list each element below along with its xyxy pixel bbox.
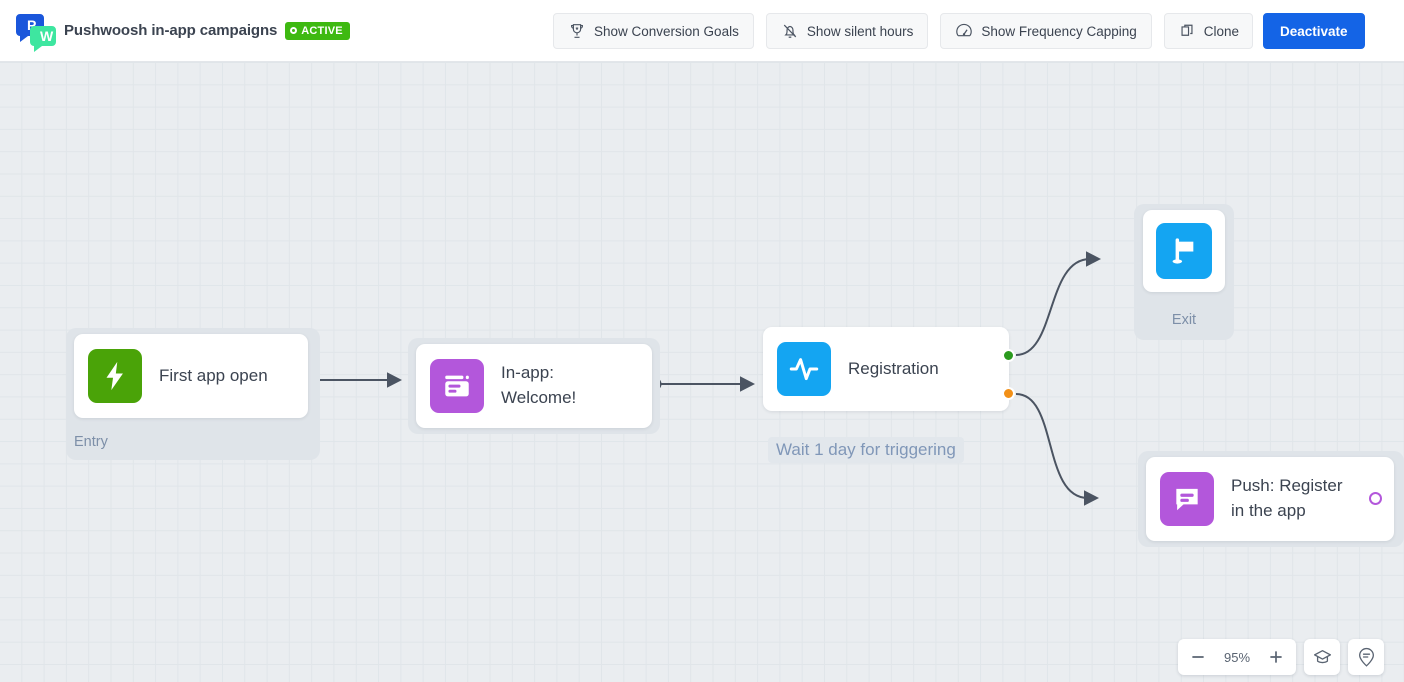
zoom-out-button[interactable] [1182,640,1214,674]
push-output-port[interactable] [1369,492,1382,505]
in-app-message-icon [430,359,484,413]
pushwoosh-logo-icon: P W [14,10,60,52]
zoom-level-value: 95% [1223,649,1251,665]
svg-text:W: W [40,28,54,44]
bell-off-icon [783,24,797,38]
deactivate-label: Deactivate [1280,23,1348,39]
node-push-register[interactable]: Push: Register in the app [1146,457,1394,541]
push-message-icon [1160,472,1214,526]
flag-icon [1156,223,1212,279]
status-badge-label: ACTIVE [301,24,343,37]
entry-group-label: Entry [74,434,108,450]
page-title: Pushwoosh in-app campaigns [64,22,278,39]
copy-icon [1181,24,1193,36]
node-first-app-open[interactable]: First app open [74,334,308,418]
trophy-icon [571,24,583,38]
show-silent-hours-button[interactable]: Show silent hours [765,13,929,49]
zoom-in-button[interactable] [1260,640,1292,674]
clone-button[interactable]: Clone [1163,13,1254,49]
clone-label: Clone [1203,23,1240,39]
show-conversion-goals-label: Show Conversion Goals [594,23,739,39]
node-in-app-welcome[interactable]: In-app: Welcome! [416,344,652,428]
minus-icon [1192,656,1204,658]
exit-group-label-wrap: Exit [0,312,1234,328]
success-port[interactable] [1002,349,1015,362]
zoom-controls: 95% [1178,639,1384,675]
wait-badge: Wait 1 day for triggering [768,437,964,463]
pulse-wave-icon [777,342,831,396]
show-conversion-goals-button[interactable]: Show Conversion Goals [553,13,754,49]
node-exit[interactable] [1143,210,1225,292]
node-in-app-welcome-label: In-app: Welcome! [501,363,577,407]
app-header: P W Pushwoosh in-app campaigns ACTIVE Sh… [0,0,1404,62]
svg-text:P: P [27,17,36,33]
fallback-port[interactable] [1002,387,1015,400]
zoom-group: 95% [1178,639,1296,675]
show-frequency-capping-button[interactable]: Show Frequency Capping [940,13,1152,49]
help-pin-icon [1358,647,1374,667]
node-first-app-open-label: First app open [159,365,268,385]
show-silent-hours-label: Show silent hours [806,23,914,39]
exit-group-label: Exit [1171,312,1197,328]
status-badge: ACTIVE [285,21,350,40]
deactivate-button[interactable]: Deactivate [1263,13,1365,49]
show-frequency-capping-label: Show Frequency Capping [981,23,1137,39]
lightning-bolt-icon [88,349,142,403]
node-registration[interactable]: Registration [763,327,1009,411]
flow-canvas[interactable]: Entry First app open In-app: Welcome! Re… [0,62,1404,682]
tutorial-button[interactable] [1304,639,1340,675]
node-push-register-label: Push: Register in the app [1231,476,1343,520]
graduation-cap-icon [1313,649,1331,663]
brand: P W Pushwoosh in-app campaigns ACTIVE [14,10,350,52]
gauge-icon [956,23,973,37]
status-dot-icon [290,27,298,34]
node-registration-label: Registration [848,358,939,378]
header-toolbar: Show Conversion Goals Show silent hours … [553,13,1365,49]
help-button[interactable] [1348,639,1384,675]
plus-icon [1270,651,1282,663]
